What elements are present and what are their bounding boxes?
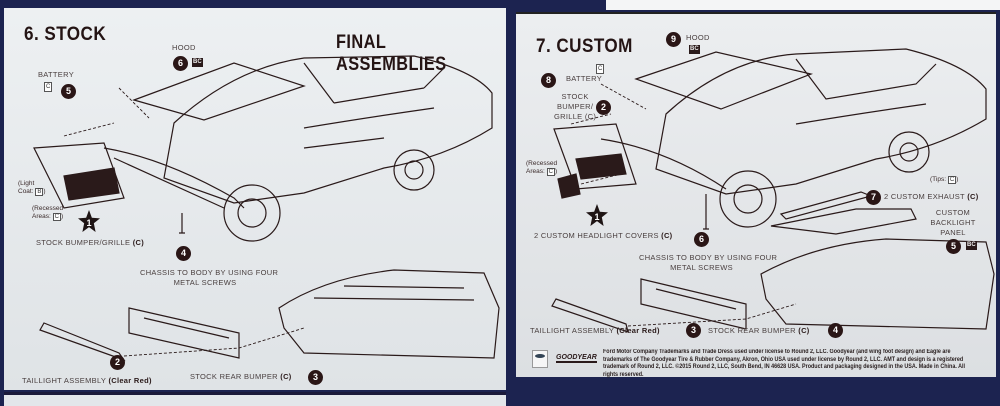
- next-page-edge: [4, 392, 506, 406]
- exhaust-tips-note: (Tips: C): [930, 176, 959, 184]
- color-code-badge: C: [44, 82, 53, 92]
- caption-text: TAILLIGHT ASSEMBLY: [530, 326, 615, 335]
- chassis-caption: CHASSIS TO BODY BY USING FOUR METAL SCRE…: [140, 268, 279, 288]
- light-coat-note: (Light Coat: B): [18, 180, 46, 196]
- taillight-caption: TAILLIGHT ASSEMBLY (Clear Red): [530, 326, 660, 336]
- step-title: 6. STOCK: [24, 24, 107, 45]
- recessed-areas-note: (Recessed Areas: C): [526, 160, 558, 176]
- legal-text: Ford Motor Company Trademarks and Trade …: [603, 349, 966, 378]
- caption-line: PANEL: [940, 228, 966, 237]
- step-number-badge: 6: [694, 232, 709, 247]
- material-note: (Clear Red): [616, 326, 660, 335]
- car-body-illustration: [551, 48, 995, 333]
- caption-line: CHASSIS TO BODY BY USING FOUR: [140, 268, 279, 277]
- taillight-caption: TAILLIGHT ASSEMBLY (Clear Red): [22, 376, 152, 386]
- caption-line: CHASSIS TO BODY BY USING FOUR: [639, 253, 778, 262]
- material-note: (Clear Red): [108, 376, 152, 385]
- caption-text: STOCK REAR BUMPER: [708, 326, 796, 335]
- caption-text: STOCK BUMPER/GRILLE: [36, 238, 131, 247]
- step-number-badge: 7: [866, 190, 881, 205]
- color-code-badge: BC: [689, 45, 700, 54]
- section-title: FINAL ASSEMBLIES: [336, 32, 447, 75]
- color-code-badge: C: [596, 64, 605, 74]
- recessed-label: (Recessed: [526, 160, 558, 167]
- material-note: (C): [280, 372, 292, 381]
- tips-label: (Tips:: [930, 176, 947, 183]
- material-note: (C): [967, 192, 979, 201]
- step-number-badge: 6: [173, 56, 188, 71]
- caption-line: BACKLIGHT: [930, 218, 976, 227]
- color-code-badge: C: [52, 213, 61, 221]
- exhaust-caption: 2 CUSTOM EXHAUST (C): [884, 192, 979, 202]
- light-coat-label: (Light: [18, 180, 35, 187]
- color-code-badge: B: [35, 188, 44, 196]
- step-number-badge: 9: [666, 32, 681, 47]
- recessed-label-end: Areas:: [526, 168, 545, 175]
- hood-label: HOOD: [686, 33, 710, 42]
- color-code-badge: C: [546, 168, 555, 176]
- step-number-badge: 4: [828, 323, 843, 338]
- step-number-badge: 3: [308, 370, 323, 385]
- color-code-badge: BC: [966, 241, 977, 250]
- backlight-caption: CUSTOM BACKLIGHT PANEL: [930, 208, 976, 238]
- material-note: (C): [132, 238, 145, 247]
- step-number-badge: 5: [946, 239, 961, 254]
- material-note: (C): [661, 231, 673, 240]
- goodyear-logo: GOODYEAR: [556, 354, 597, 363]
- caption-text: 2 CUSTOM HEADLIGHT COVERS: [534, 231, 659, 240]
- caption-line: BUMPER/: [556, 102, 594, 111]
- caption-line: METAL SCREWS: [173, 278, 237, 287]
- step-number-badge: 2: [110, 355, 125, 370]
- color-code-badge: BC: [192, 58, 203, 67]
- step-title: 7. CUSTOM: [536, 36, 633, 57]
- caption-line: METAL SCREWS: [670, 263, 733, 272]
- step-number-badge: 5: [61, 84, 76, 99]
- hood-label: HOOD: [172, 43, 196, 52]
- caption-line: CUSTOM: [935, 208, 971, 217]
- caption-line: GRILLE (C): [554, 112, 597, 121]
- headlight-covers-caption: 2 CUSTOM HEADLIGHT COVERS (C): [534, 231, 672, 241]
- caption-text: 2 CUSTOM EXHAUST: [884, 192, 965, 201]
- material-note: (C): [798, 326, 810, 335]
- battery-label: BATTERY: [566, 74, 602, 83]
- instruction-page-stock: 6. STOCK FINAL ASSEMBLIES HOOD 6 BC BATT…: [4, 8, 506, 390]
- step-number-badge: 4: [176, 246, 191, 261]
- caption-text: TAILLIGHT ASSEMBLY: [22, 376, 107, 385]
- step-number-badge: 2: [596, 100, 611, 115]
- bumper-grille-caption: STOCK BUMPER/ GRILLE (C): [554, 92, 596, 122]
- rear-bumper-caption: STOCK REAR BUMPER (C): [708, 326, 810, 336]
- light-coat-label-end: Coat:: [18, 188, 34, 195]
- ford-logo: [532, 350, 548, 368]
- caption-line: STOCK: [561, 92, 589, 101]
- battery-label: BATTERY: [38, 70, 74, 79]
- car-body-illustration: [33, 55, 500, 362]
- step-number-badge: 3: [686, 323, 701, 338]
- recessed-label: (Recessed: [32, 205, 64, 212]
- instruction-page-custom: 7. CUSTOM 9 HOOD BC C 8 BATTERY STOCK BU…: [516, 12, 996, 378]
- caption-text: STOCK REAR BUMPER: [190, 372, 278, 381]
- background-paper-strip: [606, 0, 1000, 10]
- recessed-areas-note: (Recessed Areas: C): [32, 205, 64, 221]
- bumper-grille-caption: STOCK BUMPER/GRILLE (C): [36, 238, 144, 248]
- recessed-label-end: Areas:: [32, 213, 51, 220]
- step-number-badge: 8: [541, 73, 556, 88]
- chassis-caption: CHASSIS TO BODY BY USING FOUR METAL SCRE…: [639, 253, 778, 273]
- rear-bumper-caption: STOCK REAR BUMPER (C): [190, 372, 292, 382]
- color-code-badge: C: [947, 176, 957, 184]
